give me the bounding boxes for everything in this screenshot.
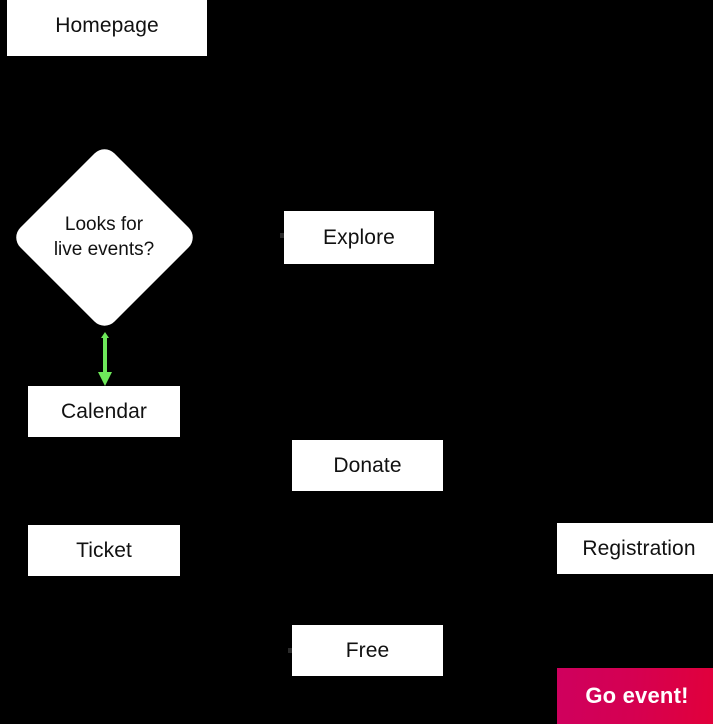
- node-homepage-label: Homepage: [55, 14, 159, 38]
- connector-stub-explore-icon: [280, 233, 285, 238]
- connector-stub-free-icon: [288, 648, 293, 653]
- connector-decision-to-calendar-arrow-icon: [98, 332, 112, 386]
- node-calendar[interactable]: Calendar: [28, 386, 180, 437]
- node-explore[interactable]: Explore: [284, 211, 434, 264]
- node-free[interactable]: Free: [292, 625, 443, 676]
- node-registration-label: Registration: [582, 536, 696, 560]
- node-decision[interactable]: Looks for live events?: [9, 142, 199, 332]
- node-decision-label: Looks for live events?: [53, 213, 155, 260]
- node-explore-label: Explore: [323, 225, 395, 249]
- node-homepage[interactable]: Homepage: [7, 0, 207, 56]
- go-event-button[interactable]: Go event!: [557, 668, 713, 724]
- node-ticket[interactable]: Ticket: [28, 525, 180, 576]
- node-donate[interactable]: Donate: [292, 440, 443, 491]
- node-calendar-label: Calendar: [60, 399, 148, 423]
- node-ticket-label: Ticket: [76, 538, 132, 562]
- go-event-button-label: Go event!: [585, 683, 689, 708]
- node-donate-label: Donate: [333, 453, 402, 477]
- node-registration[interactable]: Registration: [557, 523, 713, 574]
- node-free-label: Free: [345, 638, 390, 662]
